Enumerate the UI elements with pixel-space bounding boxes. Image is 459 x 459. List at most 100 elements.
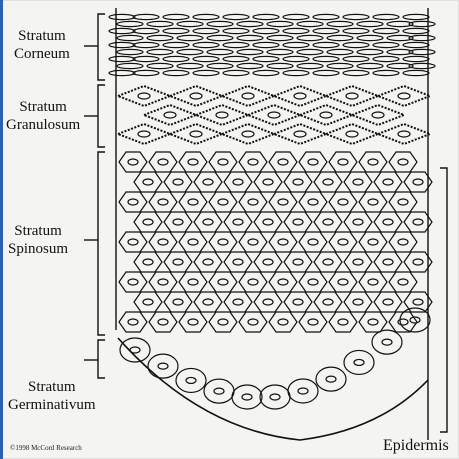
corneum-cell [177, 35, 203, 40]
spinosum-nucleus [308, 319, 318, 325]
corneum-cell [283, 42, 309, 47]
spinosum-nucleus [173, 179, 183, 185]
spinosum-nucleus [338, 199, 348, 205]
corneum-cell [253, 56, 279, 61]
corneum-cell [163, 56, 189, 61]
corneum-cell [133, 42, 159, 47]
corneum-cell [117, 63, 143, 68]
spinosum-nucleus [413, 299, 423, 305]
spinosum-nucleus [143, 219, 153, 225]
corneum-cell [109, 70, 135, 75]
granulosum-cell [352, 105, 404, 125]
spinosum-nucleus [158, 239, 168, 245]
granulosum-nucleus [242, 131, 254, 137]
corneum-cell [343, 28, 369, 33]
spinosum-nucleus [263, 219, 273, 225]
spinosum-cell [389, 232, 417, 252]
spinosum-nucleus [188, 199, 198, 205]
spinosum-cell [314, 292, 342, 312]
corneum-cell [223, 56, 249, 61]
granulosum-nucleus [294, 93, 306, 99]
corneum-cell [403, 14, 429, 19]
spinosum-cell [269, 152, 297, 172]
spinosum-cell [269, 232, 297, 252]
corneum-cell [327, 63, 353, 68]
corneum-cell [207, 21, 233, 26]
spinosum-nucleus [173, 299, 183, 305]
germinativum-cell [260, 385, 290, 409]
spinosum-nucleus [308, 239, 318, 245]
spinosum-cell [344, 172, 372, 192]
spinosum-nucleus [248, 159, 258, 165]
corneum-cell [373, 42, 399, 47]
granulosum-nucleus [372, 112, 384, 118]
spinosum-nucleus [413, 179, 423, 185]
spinosum-nucleus [248, 239, 258, 245]
corneum-cell [313, 28, 339, 33]
granulosum-cell [378, 86, 430, 106]
corneum-cell [357, 21, 383, 26]
spinosum-cell [314, 252, 342, 272]
corneum-cell [327, 49, 353, 54]
spinosum-nucleus [308, 159, 318, 165]
corneum-cell [343, 42, 369, 47]
spinosum-nucleus [368, 319, 378, 325]
granulosum-nucleus [346, 131, 358, 137]
spinosum-cell [209, 232, 237, 252]
spinosum-nucleus [383, 179, 393, 185]
spinosum-cell [239, 152, 267, 172]
spinosum-cell [389, 312, 417, 332]
spinosum-cell [344, 292, 372, 312]
corneum-cell [133, 70, 159, 75]
spinosum-nucleus [128, 199, 138, 205]
spinosum-nucleus [323, 259, 333, 265]
granulosum-cell [222, 86, 274, 106]
spinosum-cell [149, 312, 177, 332]
spinosum-cell [329, 312, 357, 332]
granulosum-nucleus [268, 112, 280, 118]
corneum-cell [109, 14, 135, 19]
granulosum-nucleus [398, 131, 410, 137]
spinosum-cell [164, 292, 192, 312]
spinosum-nucleus [293, 299, 303, 305]
corneum-cell [177, 49, 203, 54]
spinosum-nucleus [263, 259, 273, 265]
spinosum-nucleus [278, 279, 288, 285]
spinosum-cell [179, 272, 207, 292]
corneum-cell [373, 56, 399, 61]
corneum-cell [343, 56, 369, 61]
granulosum-nucleus [138, 93, 150, 99]
germinativum-cell [204, 379, 234, 403]
spinosum-nucleus [353, 259, 363, 265]
spinosum-cell [119, 192, 147, 212]
spinosum-cell [254, 292, 282, 312]
spinosum-nucleus [353, 179, 363, 185]
spinosum-cell [149, 192, 177, 212]
spinosum-cell [194, 212, 222, 232]
spinosum-nucleus [398, 159, 408, 165]
corneum-cell [237, 35, 263, 40]
spinosum-nucleus [218, 279, 228, 285]
spinosum-nucleus [278, 319, 288, 325]
spinosum-cell [329, 152, 357, 172]
spinosum-cell [179, 192, 207, 212]
spinosum-cell [239, 192, 267, 212]
spinosum-nucleus [188, 239, 198, 245]
corneum-cell [207, 35, 233, 40]
corneum-cell [237, 63, 263, 68]
spinosum-nucleus [128, 239, 138, 245]
spinosum-nucleus [203, 259, 213, 265]
spinosum-cell [269, 272, 297, 292]
corneum-cell [223, 28, 249, 33]
corneum-cell [403, 28, 429, 33]
corneum-cell [163, 28, 189, 33]
spinosum-cell [149, 152, 177, 172]
spinosum-nucleus [398, 239, 408, 245]
spinosum-nucleus [143, 299, 153, 305]
corneum-cell [237, 49, 263, 54]
germinativum-nucleus [382, 339, 392, 345]
spinosum-nucleus [188, 159, 198, 165]
spinosum-nucleus [338, 159, 348, 165]
spinosum-nucleus [368, 199, 378, 205]
